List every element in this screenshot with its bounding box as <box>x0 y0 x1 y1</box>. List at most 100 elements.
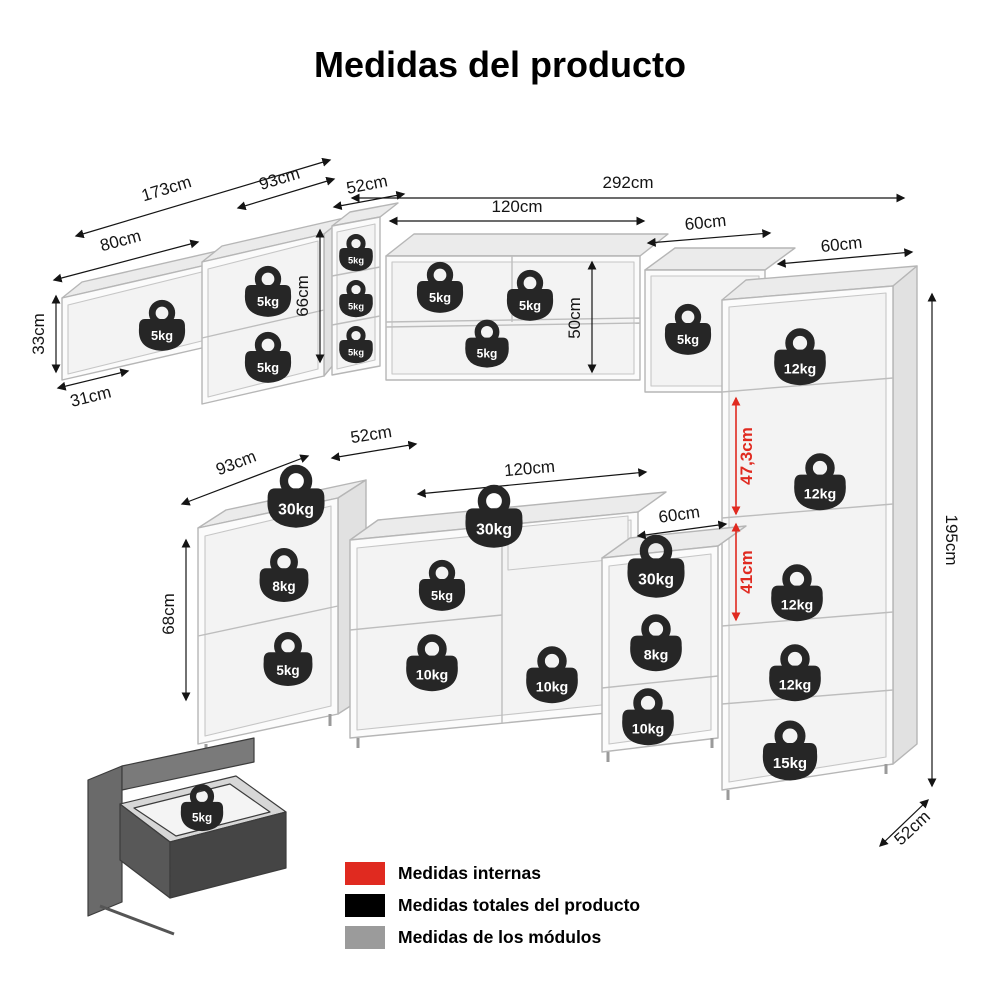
dim-top-center-width: 120cm <box>388 197 646 226</box>
shelf-line <box>601 675 719 689</box>
weight-label: 5kg <box>348 347 364 357</box>
side-face <box>892 265 918 765</box>
dim-top-right-width-2: 60cm <box>776 233 914 268</box>
dim-line <box>74 157 332 239</box>
weight-badge: 5kg <box>339 328 373 363</box>
weight-label: 5kg <box>431 588 453 603</box>
top-face <box>385 233 669 257</box>
dim-base-corner-width: 52cm <box>330 422 418 462</box>
legend-item-internas: Medidas internas <box>345 862 640 885</box>
shelf-line <box>721 503 894 519</box>
weight-badge: 5kg <box>245 269 291 317</box>
dim-label: 60cm <box>820 233 863 256</box>
weight-label: 5kg <box>677 332 699 347</box>
legend-label: Medidas totales del producto <box>398 895 641 915</box>
dim-column-width: 52cm <box>332 171 406 211</box>
weight-label: 15kg <box>773 755 807 772</box>
dim-label: 93cm <box>213 447 259 480</box>
dim-column-height: 66cm <box>293 228 325 364</box>
dim-label: 120cm <box>491 197 542 216</box>
glass-shelf-line <box>385 322 641 328</box>
top-face <box>644 247 796 271</box>
legend-swatch-black <box>345 894 385 917</box>
legend-label: Medidas internas <box>398 863 541 883</box>
weight-badge: 5kg <box>339 282 373 317</box>
dim-line <box>330 440 418 462</box>
dim-top-right-width-1: 60cm <box>646 211 772 247</box>
dim-label: 52cm <box>345 171 389 198</box>
weight-badge: 5kg <box>181 787 223 831</box>
weight-label: 5kg <box>429 290 451 305</box>
dim-tall-height: 195cm <box>927 292 961 788</box>
weight-badge: 12kg <box>794 457 846 510</box>
weight-label: 30kg <box>638 572 674 589</box>
weight-badge: 12kg <box>774 332 826 385</box>
dim-label: 173cm <box>139 172 193 205</box>
legend-swatch-red <box>345 862 385 885</box>
drawer-detail-inset <box>87 737 287 936</box>
weight-label: 5kg <box>257 294 279 309</box>
weight-badge: 10kg <box>526 650 578 703</box>
glass-shelf-line <box>385 317 641 323</box>
page-title: Medidas del producto <box>313 44 687 85</box>
dim-label: 60cm <box>684 211 727 234</box>
weight-label: 5kg <box>348 301 364 311</box>
dim-label: 80cm <box>98 226 143 255</box>
dim-wall-cabinet-height: 50cm <box>565 260 597 374</box>
shelf-line <box>331 266 381 277</box>
dim-label: 33cm <box>29 313 48 355</box>
weight-label: 5kg <box>477 347 498 361</box>
weight-badge: 10kg <box>406 638 458 691</box>
dim-line <box>180 454 310 506</box>
legend-item-totales: Medidas totales del producto <box>345 894 640 917</box>
tall-shelf-unit <box>721 265 918 800</box>
weight-badge: 15kg <box>763 725 817 781</box>
weight-label: 10kg <box>632 721 664 737</box>
weight-label: 5kg <box>348 255 364 265</box>
dim-line <box>636 520 728 540</box>
weight-badge: 5kg <box>419 563 465 611</box>
kettlebell-icon <box>267 469 324 528</box>
dim-line <box>416 468 648 498</box>
dim-label: 60cm <box>657 502 701 527</box>
dim-label: 66cm <box>293 275 312 317</box>
dim-line <box>56 368 130 391</box>
dim-base-height: 68cm <box>159 538 191 702</box>
dim-tall-internal-lower: 41cm <box>731 522 756 622</box>
drawer-rail <box>99 904 175 936</box>
shelf-line <box>721 377 894 393</box>
dim-line <box>646 229 772 247</box>
inner-opening <box>728 292 887 783</box>
weight-badge: 10kg <box>622 692 674 745</box>
weight-badge: 30kg <box>267 469 324 528</box>
weight-label: 8kg <box>644 647 669 663</box>
dim-label: 52cm <box>891 807 934 849</box>
dim-line <box>52 239 200 283</box>
weight-badge: 5kg <box>465 323 509 368</box>
dim-label: 93cm <box>257 164 302 194</box>
dim-label: 52cm <box>349 422 393 447</box>
weight-label: 12kg <box>784 361 816 377</box>
weight-badge: 5kg <box>139 303 185 351</box>
shelf-line <box>331 315 381 326</box>
weight-badge: 30kg <box>465 489 522 548</box>
weight-label: 30kg <box>476 522 512 539</box>
weight-label: 5kg <box>519 298 541 313</box>
dim-label: 31cm <box>68 382 113 410</box>
dim-label-red: 41cm <box>737 550 756 593</box>
dim-top-total: 292cm <box>350 173 906 203</box>
weight-label: 5kg <box>192 811 212 824</box>
shelf-line <box>197 605 339 637</box>
weight-label: 12kg <box>804 486 836 502</box>
dim-left-shelf-height: 33cm <box>29 294 61 374</box>
weight-label: 12kg <box>781 597 813 613</box>
weight-label: 5kg <box>276 663 299 678</box>
legend-label: Medidas de los módulos <box>398 927 602 947</box>
dim-label-red: 47,3cm <box>737 427 756 485</box>
weight-badge: 30kg <box>627 539 684 598</box>
legend: Medidas internas Medidas totales del pro… <box>345 862 640 949</box>
weight-badge: 12kg <box>769 648 821 701</box>
dim-line <box>879 799 929 847</box>
